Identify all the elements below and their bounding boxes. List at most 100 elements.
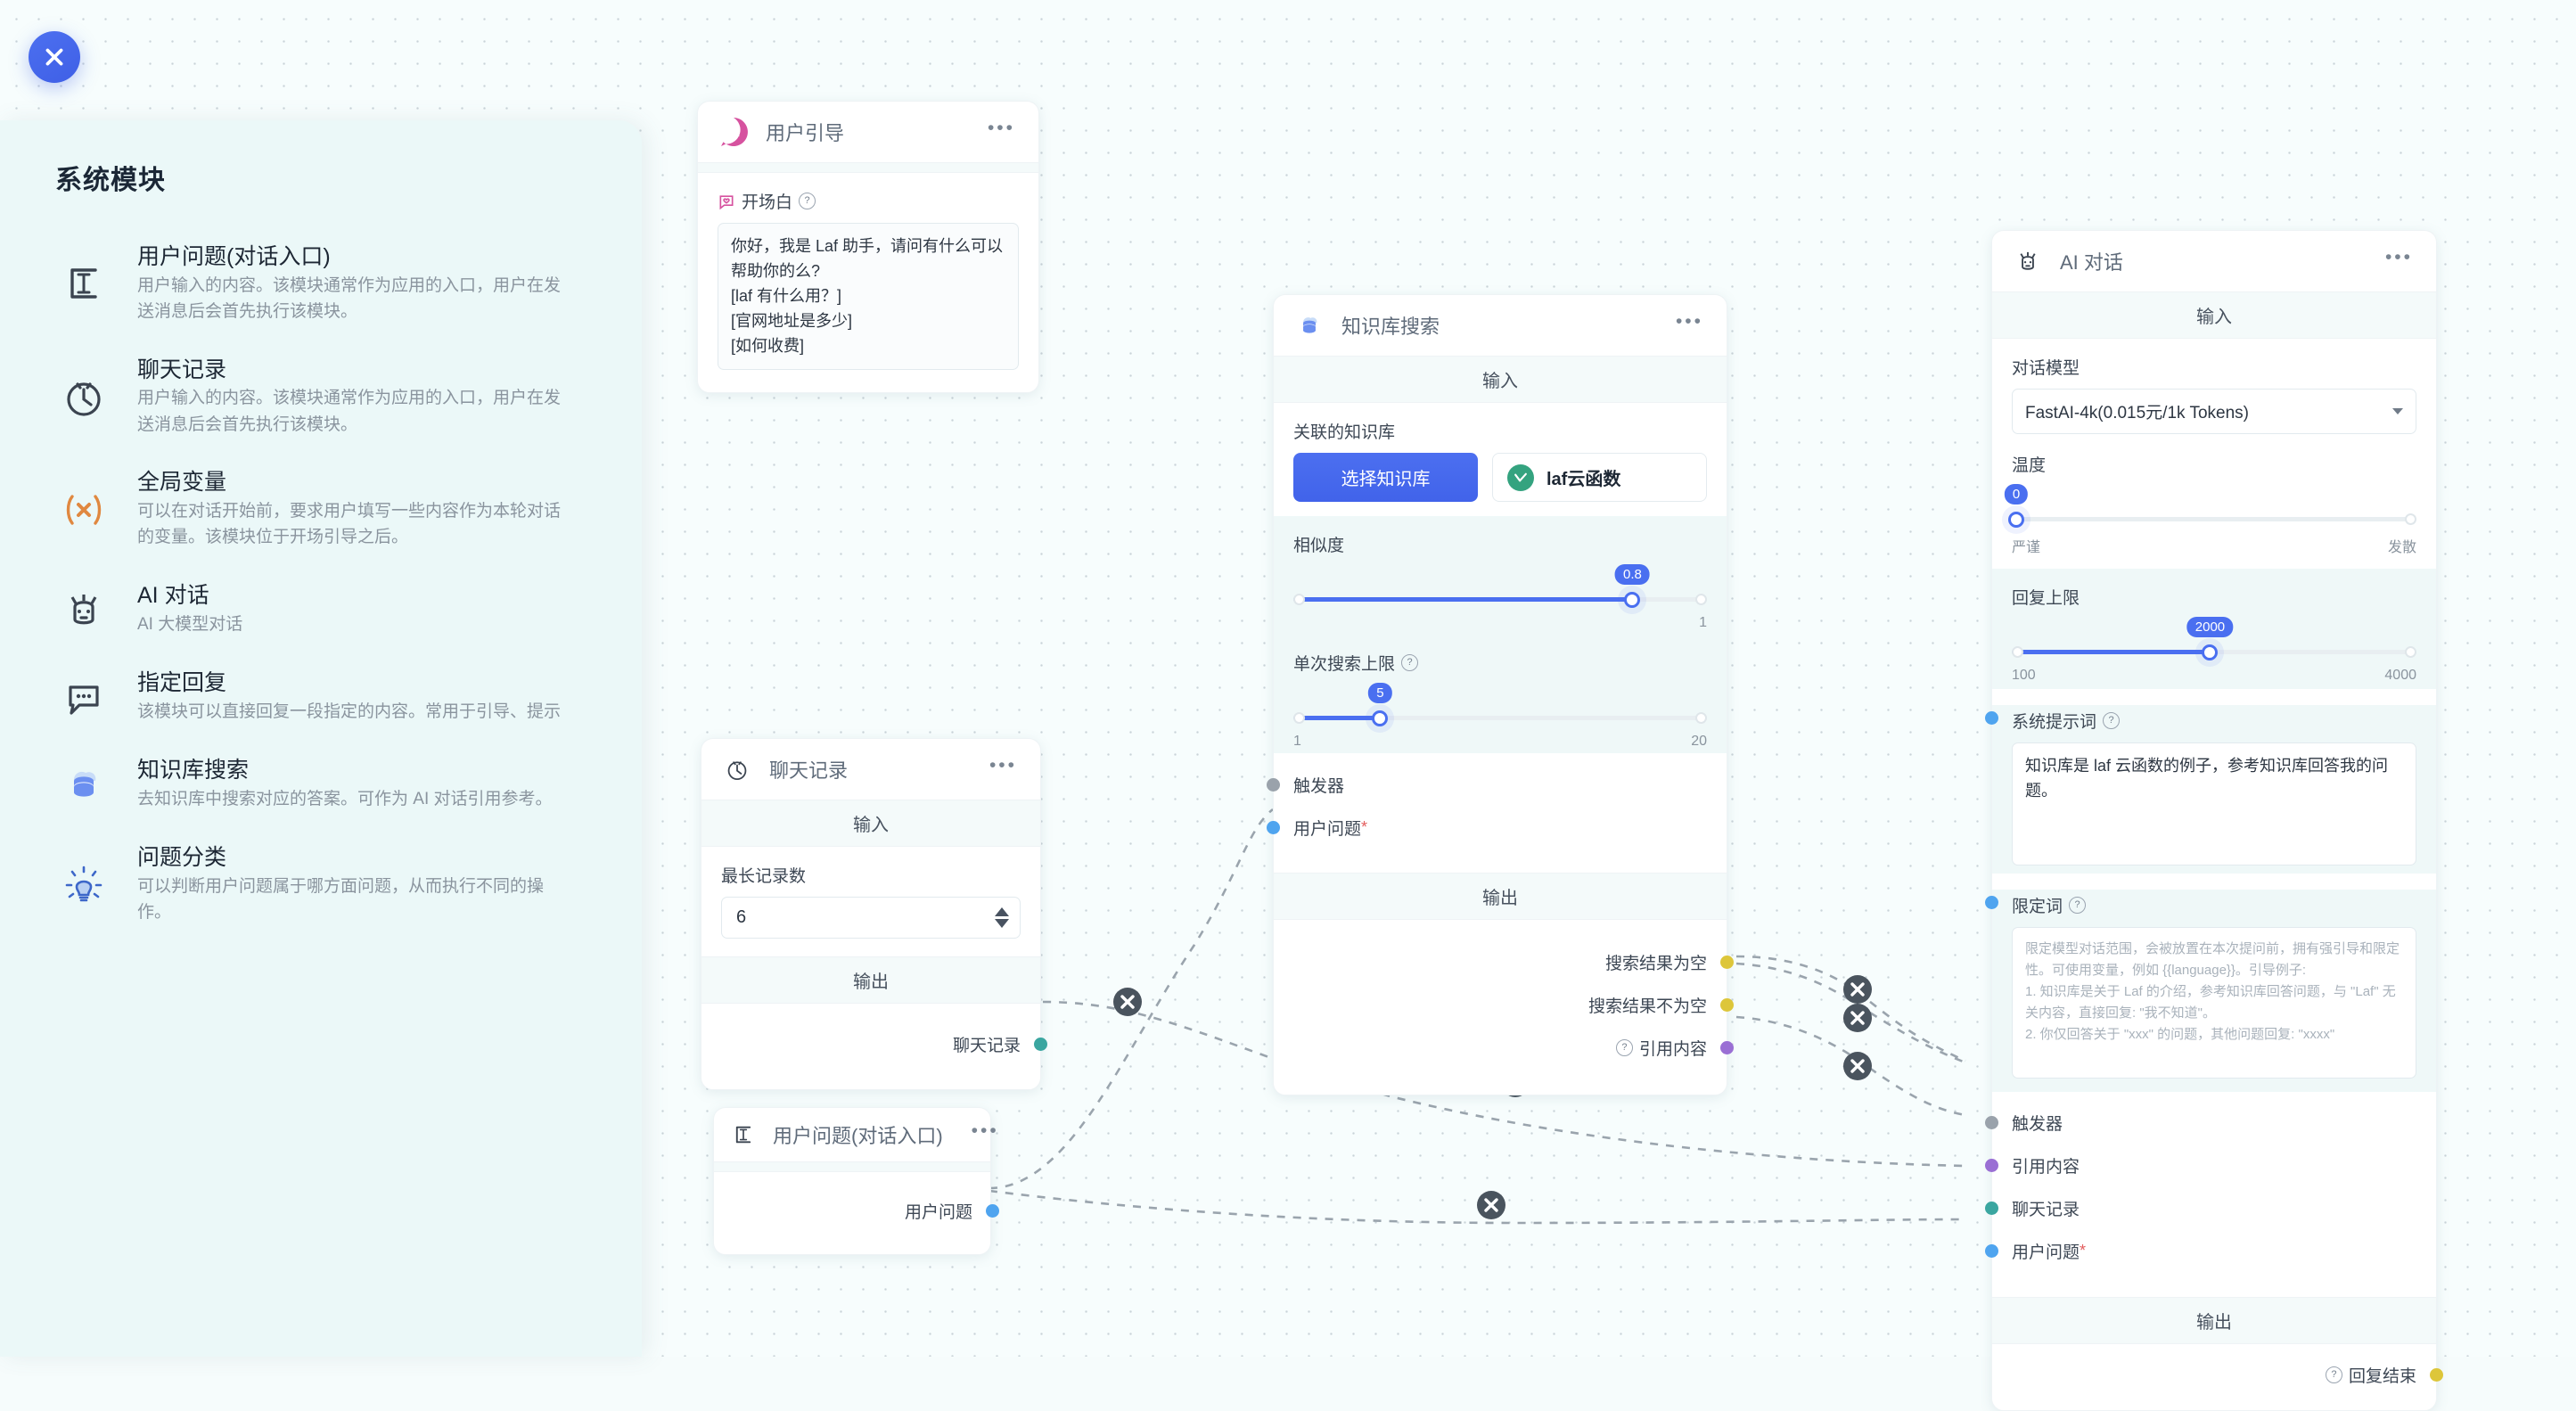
input-port-trigger[interactable]: 触发器 — [1985, 1108, 2416, 1138]
variable-icon — [55, 481, 112, 538]
output-port-empty-result[interactable]: 搜索结果为空 — [1293, 947, 1734, 977]
sidebar-item-question-classify[interactable]: 问题分类 可以判断用户问题属于哪方面问题，从而执行不同的操作。 — [0, 828, 642, 941]
system-prompt-label-text: 系统提示词 — [2012, 713, 2097, 732]
sidebar-item-specified-reply[interactable]: 指定回复 该模块可以直接回复一段指定的内容。常用于引导、提示 — [0, 653, 642, 741]
node-menu-button[interactable]: ••• — [2384, 247, 2413, 267]
port-dot[interactable] — [1985, 1202, 1998, 1216]
similarity-section: 相似度 0.8 1 — [1274, 516, 1727, 635]
max-records-stepper[interactable]: 6 — [721, 897, 1021, 939]
output-port-nonempty-result[interactable]: 搜索结果不为空 — [1293, 989, 1734, 1020]
output-port-quote-content[interactable]: ? 引用内容 — [1293, 1032, 1734, 1062]
sidebar-item-ai-chat[interactable]: AI 对话 AI 大模型对话 — [0, 566, 642, 653]
similarity-slider[interactable]: 0.8 — [1293, 564, 1707, 610]
maxtoken-label: 回复上限 — [2012, 589, 2080, 608]
output-port-user-question[interactable]: 用户问题 — [732, 1195, 999, 1226]
port-dot[interactable] — [1267, 777, 1280, 792]
limit-label: 单次搜索上限 ? — [1293, 651, 1707, 675]
help-icon[interactable]: ? — [2069, 896, 2087, 914]
port-label: 用户问题 — [1293, 819, 1362, 839]
maxtoken-section: 回复上限 2000 100 4000 — [1992, 569, 2436, 689]
input-port-chat-history[interactable]: 聊天记录 — [1985, 1194, 2416, 1224]
output-section-label: 输出 — [701, 956, 1040, 1004]
module-name: 聊天记录 — [137, 357, 227, 382]
port-dot[interactable] — [1720, 955, 1734, 969]
port-dot[interactable] — [1267, 820, 1280, 834]
dataset-label: 关联的知识库 — [1293, 423, 1396, 442]
input-port-trigger[interactable]: 触发器 — [1267, 769, 1707, 800]
node-user-question[interactable]: 用户问题(对话入口) ••• 用户问题 — [713, 1107, 999, 1255]
slider-max-cap — [1695, 594, 1707, 605]
input-port-quote-content[interactable]: 引用内容 — [1985, 1151, 2416, 1181]
dataset-chip-laf[interactable]: laf云函数 — [1492, 453, 1707, 502]
output-port-chat-history[interactable]: 聊天记录 — [721, 1029, 1047, 1059]
system-prompt-section: 系统提示词 ? — [1985, 705, 2436, 874]
help-icon[interactable]: ? — [2103, 712, 2121, 729]
input-port-user-question[interactable]: 用户问题* — [1985, 1236, 2416, 1267]
stepper-arrows[interactable] — [995, 907, 1009, 928]
sidebar-item-chat-history[interactable]: 聊天记录 用户输入的内容。该模块通常作为应用的入口，用户在发送消息后会首先执行该… — [0, 340, 642, 454]
max-records-label: 最长记录数 — [721, 867, 807, 886]
node-menu-button[interactable]: ••• — [989, 755, 1017, 775]
sidebar-item-global-variable[interactable]: 全局变量 可以在对话开始前，要求用户填写一些内容作为本轮对话的变量。该模块位于开… — [0, 453, 642, 566]
model-label: 对话模型 — [2012, 359, 2080, 378]
stepper-up-icon[interactable] — [995, 907, 1009, 916]
port-dot[interactable] — [986, 1203, 999, 1218]
slider-track — [1293, 716, 1707, 720]
node-body: 开场白 ? — [698, 173, 1038, 392]
input-port-user-question[interactable]: 用户问题* — [1267, 812, 1707, 842]
maxtoken-slider[interactable]: 2000 — [2012, 617, 2416, 662]
node-menu-button[interactable]: ••• — [1675, 311, 1703, 332]
slider-knob[interactable] — [2008, 512, 2024, 528]
node-ai-chat[interactable]: AI 对话 ••• 输入 对话模型 FastAI-4k(0.015元/1k To… — [1985, 230, 2443, 1411]
close-icon — [45, 48, 63, 66]
slider-knob[interactable] — [1624, 592, 1641, 608]
port-dot[interactable] — [1985, 1116, 1998, 1130]
node-title: 聊天记录 — [769, 759, 849, 782]
sidebar-item-user-question[interactable]: 用户问题(对话入口) 用户输入的内容。该模块通常作为应用的入口，用户在发送消息后… — [0, 227, 642, 340]
port-label: 聊天记录 — [952, 1036, 1021, 1055]
slider-min-cap — [2012, 646, 2023, 658]
port-dot[interactable] — [1034, 1037, 1047, 1051]
limit-slider[interactable]: 5 — [1293, 683, 1707, 728]
node-user-guide[interactable]: Hi 用户引导 ••• 开场白 ? — [697, 101, 1039, 394]
module-list: 用户问题(对话入口) 用户输入的内容。该模块通常作为应用的入口，用户在发送消息后… — [0, 227, 642, 941]
slider-knob[interactable] — [1372, 710, 1389, 726]
svg-text:Hi: Hi — [726, 127, 741, 140]
slider-max-cap — [2405, 646, 2416, 658]
port-dot[interactable] — [2430, 1368, 2443, 1382]
slider-knob[interactable] — [2202, 644, 2219, 660]
help-icon[interactable]: ? — [799, 193, 816, 209]
node-inputs: 触发器 用户问题* — [1267, 769, 1707, 842]
node-menu-button[interactable]: ••• — [987, 118, 1015, 138]
input-section-label: 输入 — [701, 800, 1040, 847]
port-dot[interactable] — [1985, 1244, 1998, 1259]
model-select[interactable]: FastAI-4k(0.015元/1k Tokens) — [2012, 389, 2416, 434]
system-prompt-textarea[interactable] — [2012, 742, 2416, 865]
port-dot[interactable] — [1720, 1040, 1734, 1054]
select-dataset-button[interactable]: 选择知识库 — [1293, 453, 1478, 502]
port-dot[interactable] — [1985, 711, 1998, 725]
node-menu-button[interactable]: ••• — [971, 1120, 999, 1141]
port-dot[interactable] — [1985, 895, 1998, 909]
port-dot[interactable] — [1985, 1159, 1998, 1173]
module-desc: 用户输入的内容。该模块通常作为应用的入口，用户在发送消息后会首先执行该模块。 — [137, 275, 562, 322]
help-icon[interactable]: ? — [1615, 1038, 1633, 1056]
qualifier-textarea[interactable] — [2012, 926, 2416, 1079]
module-desc: 可以在对话开始前，要求用户填写一些内容作为本轮对话的变量。该模块位于开场引导之后… — [137, 502, 562, 547]
temperature-slider[interactable]: 0 — [2004, 484, 2416, 529]
stepper-down-icon[interactable] — [995, 919, 1009, 928]
chevron-down-icon — [2392, 408, 2403, 414]
port-dot[interactable] — [1720, 997, 1734, 1012]
slider-max-cap — [2405, 513, 2416, 525]
help-icon[interactable]: ? — [2325, 1366, 2342, 1384]
node-chat-history[interactable]: 聊天记录 ••• 输入 最长记录数 6 输出 聊天记录 — [701, 738, 1047, 1090]
help-icon[interactable]: ? — [1401, 654, 1419, 671]
sidebar-item-knowledge-search[interactable]: 知识库搜索 去知识库中搜索对应的答案。可作为 AI 对话引用参考。 — [0, 741, 642, 828]
node-knowledge-search[interactable]: 知识库搜索 ••• 输入 关联的知识库 选择知识库 laf云函数 相似度 — [1267, 294, 1734, 1095]
robot-icon — [2012, 245, 2044, 277]
opening-statement-textarea[interactable] — [718, 223, 1019, 371]
output-port-reply-end[interactable]: ? 回复结束 — [2012, 1360, 2443, 1390]
maxtoken-range-labels: 100 4000 — [2012, 668, 2416, 684]
node-title: 用户引导 — [766, 122, 845, 144]
close-button[interactable] — [29, 31, 80, 83]
